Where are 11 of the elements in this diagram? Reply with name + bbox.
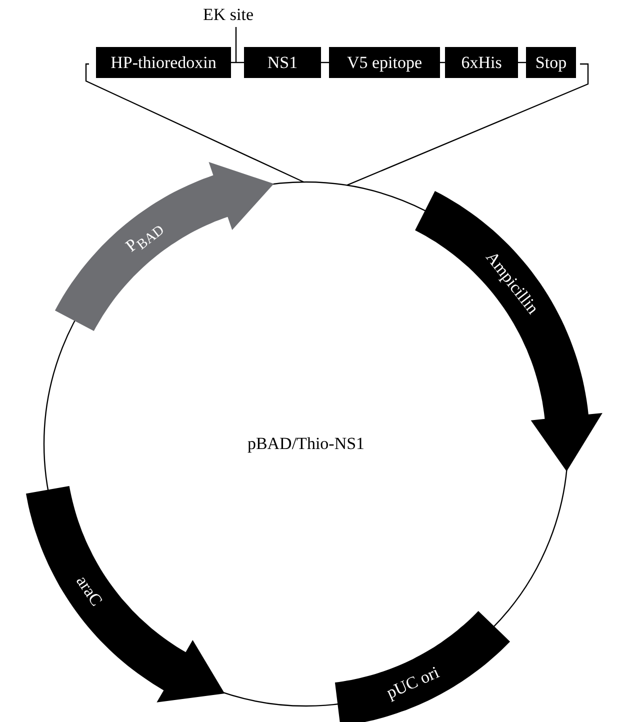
leader-line [235,27,237,62]
gene-segment-box: 6xHis [445,47,518,78]
plasmid-name-label: pBAD/Thio-NS1 [247,434,365,454]
gene-segment-box: Stop [526,47,576,78]
gene-segment-box: NS1 [244,47,321,78]
gene-segment-box: V5 epitope [329,47,440,78]
site-label: EK site [203,5,269,27]
gene-label: pUC ori [383,662,442,704]
connector-line [231,62,244,64]
gene-segment-box: HP-thioredoxin [96,47,231,78]
gene-label: araC [72,572,106,610]
